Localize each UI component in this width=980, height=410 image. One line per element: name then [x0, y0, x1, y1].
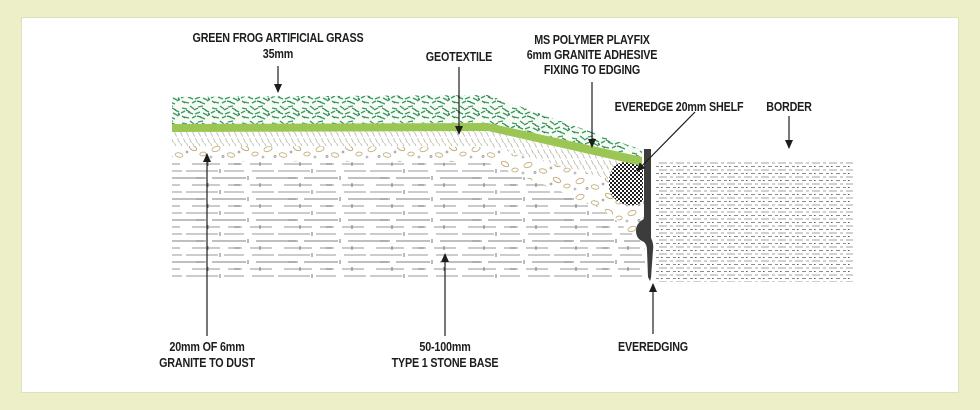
- label-geotextile: GEOTEXTILE: [347, 50, 571, 65]
- label-line: 35mm: [262, 47, 294, 61]
- label-line: 20mm OF 6mm: [169, 340, 245, 354]
- stone-base-layer: [172, 161, 645, 280]
- label-line: MS POLYMER PLAYFIX: [534, 33, 650, 47]
- label-stone-base: 50-100mm TYPE 1 STONE BASE: [333, 339, 557, 371]
- label-artificial-grass: GREEN FROG ARTIFICIAL GRASS 35mm: [166, 30, 390, 62]
- label-everedging: EVEREDGING: [541, 340, 765, 355]
- label-line: 6mm GRANITE ADHESIVE: [526, 48, 658, 62]
- grass-backing-strip: [172, 123, 642, 166]
- everedge-bar: [636, 149, 654, 281]
- border-block: [656, 160, 853, 282]
- artificial-grass-layer: [172, 95, 642, 157]
- label-line: TYPE 1 STONE BASE: [391, 356, 499, 370]
- label-line: GEOTEXTILE: [425, 50, 493, 64]
- label-line: GREEN FROG ARTIFICIAL GRASS: [192, 31, 364, 45]
- granite-dust-layer: [172, 146, 645, 250]
- label-line: BORDER: [766, 100, 812, 114]
- label-line: GRANITE TO DUST: [159, 356, 255, 370]
- adhesive-block: [608, 161, 643, 206]
- geotextile-layer: [172, 131, 641, 188]
- label-everedge-shelf: EVEREDGE 20mm SHELF: [567, 100, 791, 115]
- label-line: EVEREDGING: [618, 340, 688, 354]
- label-border: BORDER: [677, 100, 901, 115]
- arrow-shelf: [636, 111, 696, 172]
- label-adhesive: MS POLYMER PLAYFIX 6mm GRANITE ADHESIVE …: [480, 33, 704, 78]
- label-line: 50-100mm: [419, 340, 471, 354]
- label-granite-dust: 20mm OF 6mm GRANITE TO DUST: [95, 339, 319, 371]
- label-line: FIXING TO EDGING: [543, 63, 641, 77]
- label-line: EVEREDGE 20mm SHELF: [614, 100, 744, 114]
